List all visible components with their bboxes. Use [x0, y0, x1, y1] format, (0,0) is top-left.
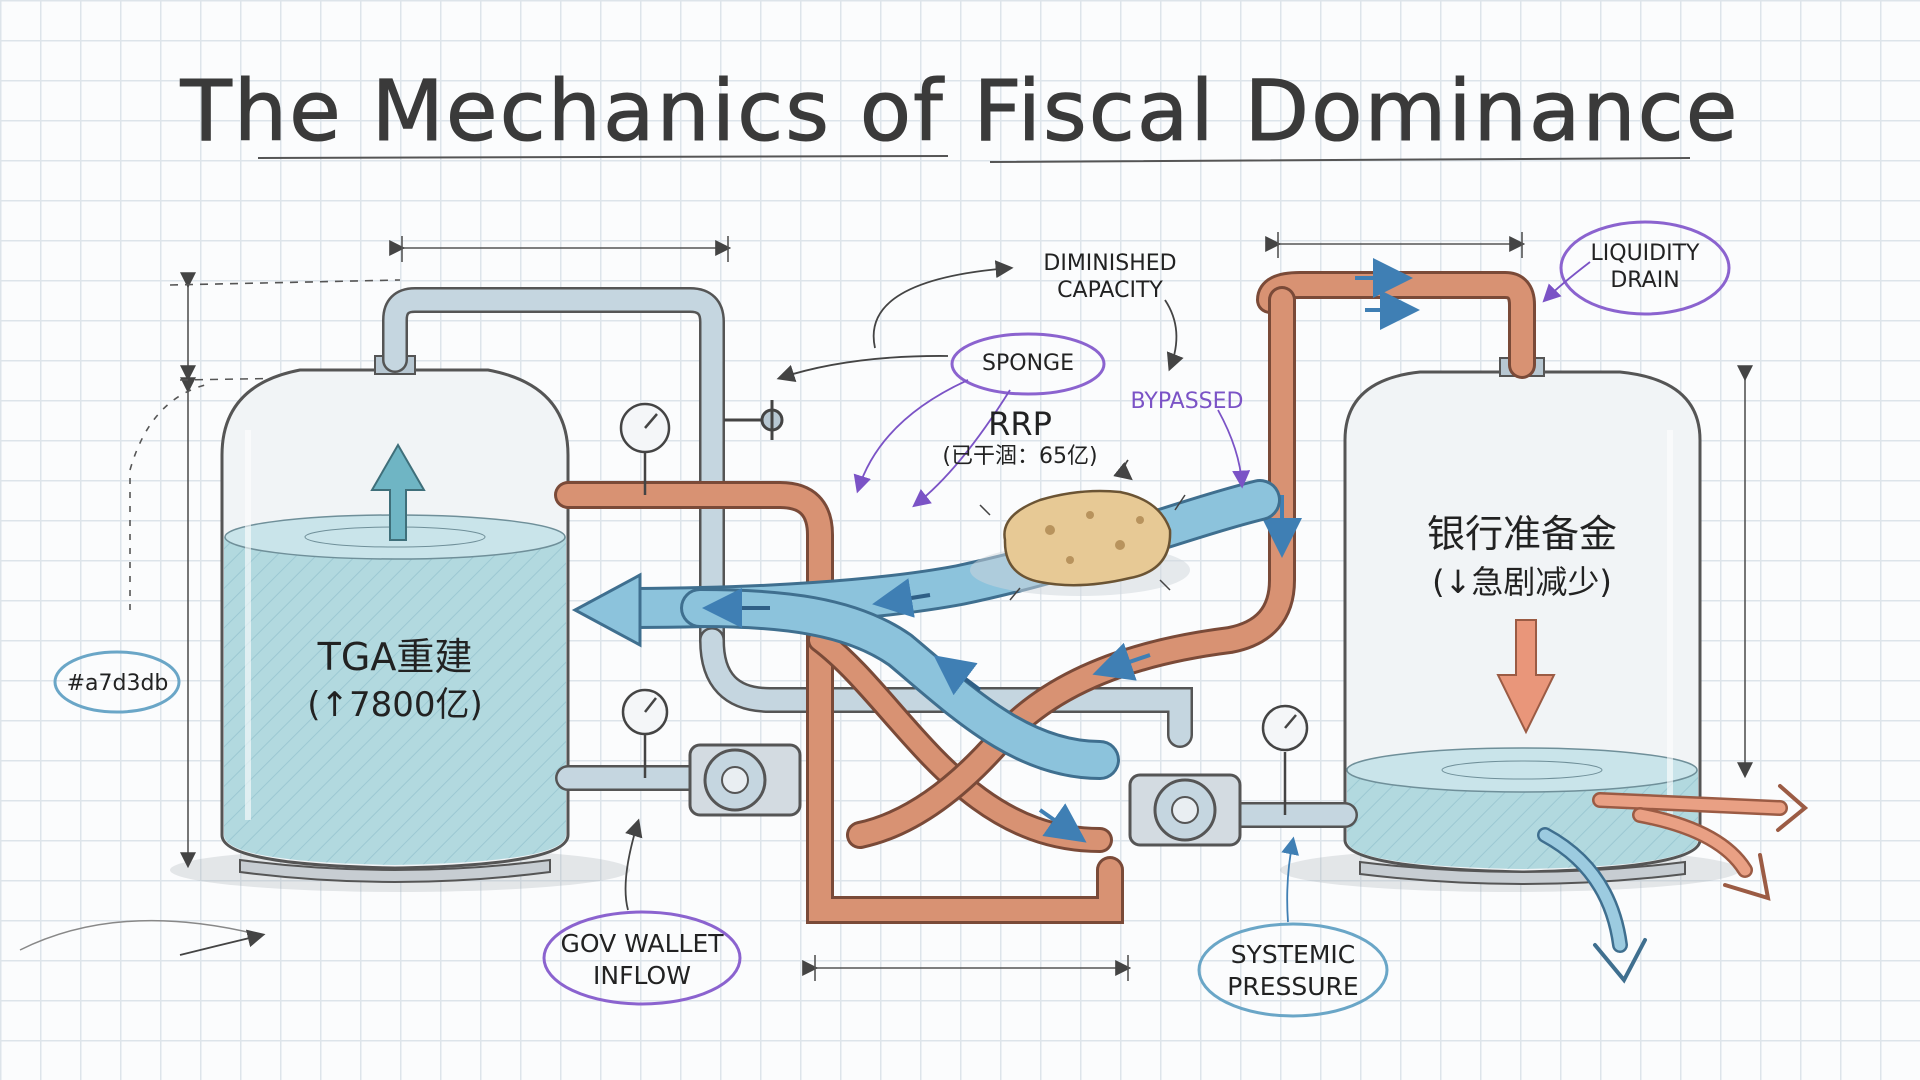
liquidity-drain-label: LIQUIDITY DRAIN: [1565, 240, 1725, 294]
tga-label: TGA重建 (↑7800亿): [300, 633, 490, 729]
diminished-line-1: DIMINISHED: [1043, 251, 1177, 276]
ground-sketch-line: [19, 919, 261, 951]
pump-right: [1128, 773, 1242, 847]
title-underline: [257, 155, 1691, 163]
systemic-pressure-label: SYSTEMIC PRESSURE: [1200, 939, 1386, 1003]
blue-flow-arrowhead: [571, 572, 642, 648]
liquidity-outflow-arrows: [1537, 784, 1809, 984]
pressure-gauge-icon: [619, 402, 1309, 815]
liquidity-drain-line-1: LIQUIDITY: [1590, 241, 1700, 266]
reserves-down-arrow: [1496, 619, 1556, 735]
sponge-icon: [970, 489, 1190, 601]
rrp-value: (已干涸：65亿): [942, 444, 1098, 469]
rrp-label: RRP (已干涸：65亿): [900, 405, 1140, 471]
steel-pipe-top: [382, 287, 1193, 748]
systemic-line-2: PRESSURE: [1227, 972, 1359, 1001]
gov-wallet-line-1: GOV WALLET: [560, 929, 724, 958]
page-title: The Mechanics of Fiscal Dominance: [180, 62, 1740, 161]
color-tag-label: #a7d3db: [66, 671, 169, 696]
diminished-line-2: CAPACITY: [1057, 278, 1163, 303]
valve-handle-icon: [724, 400, 784, 440]
annotation-arrows: [179, 260, 1591, 956]
diminished-capacity-label: DIMINISHED CAPACITY: [1020, 250, 1200, 304]
annotation-rings: [53, 220, 1731, 1018]
blue-flow-pipe: [599, 479, 1281, 780]
reserves-label: 银行准备金 (↓急剧减少): [1422, 510, 1622, 606]
liquidity-drain-line-2: DRAIN: [1610, 268, 1680, 293]
systemic-line-1: SYSTEMIC: [1230, 940, 1356, 969]
copper-flow-arrows: [1038, 258, 1420, 843]
tga-name: TGA重建: [317, 635, 473, 679]
tga-up-arrow: [370, 443, 426, 541]
rrp-name: RRP: [988, 405, 1052, 443]
gov-wallet-line-2: INFLOW: [593, 961, 691, 990]
dimension-lines: [129, 232, 1753, 981]
steel-pipe-bottom: [555, 765, 1358, 828]
tga-tank: [220, 355, 570, 883]
blue-flow-arrows: [702, 578, 982, 696]
pump-left: [688, 743, 802, 817]
sponge-label: SPONGE: [982, 351, 1074, 376]
bypassed-label: BYPASSED: [1130, 389, 1244, 414]
gov-wallet-inflow-label: GOV WALLET INFLOW: [547, 928, 737, 992]
tga-value: (↑7800亿): [307, 685, 483, 725]
reserves-name: 银行准备金: [1426, 512, 1617, 556]
reserves-value: (↓急剧减少): [1432, 563, 1612, 601]
